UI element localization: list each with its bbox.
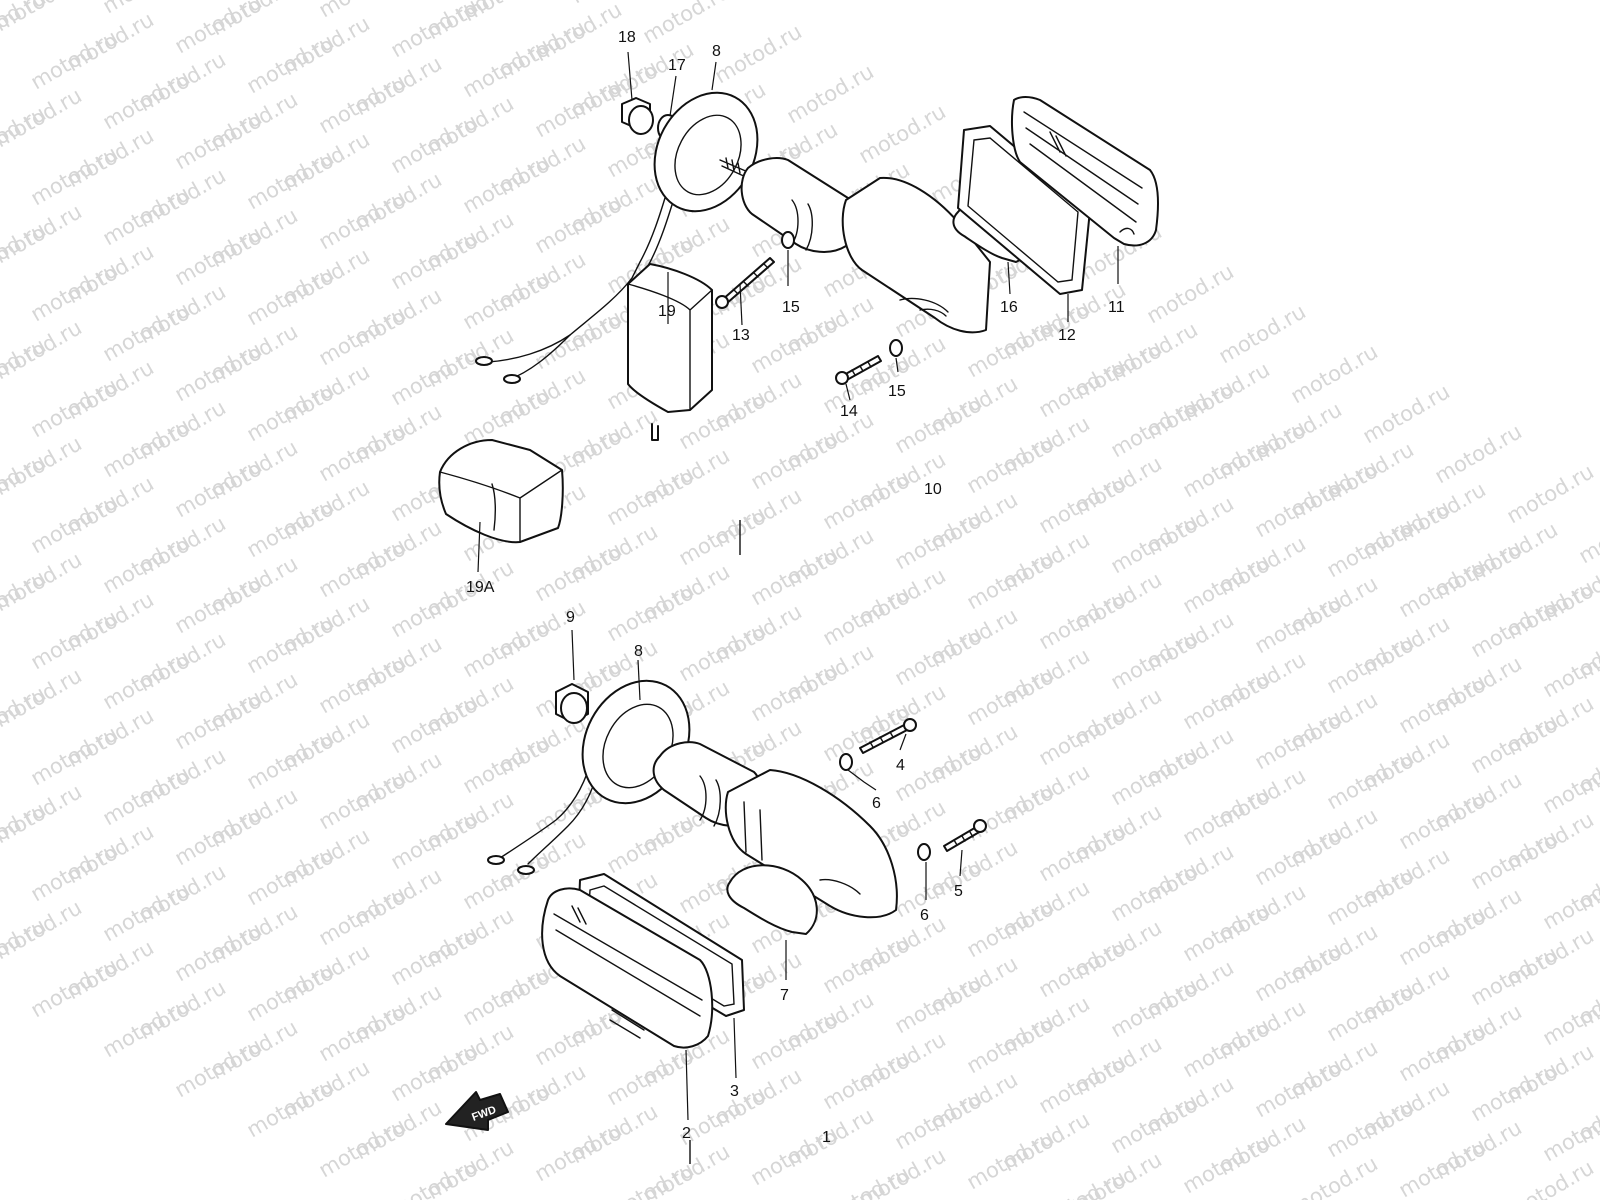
watermark-text: motod.ru <box>1539 981 1600 1050</box>
label-9: 9 <box>566 609 575 626</box>
upper-gasket <box>957 125 1091 295</box>
label-6-b: 6 <box>920 907 929 924</box>
label-3: 3 <box>730 1083 739 1100</box>
watermark-text: motod.ru <box>0 797 50 866</box>
watermark-text: motod.ru <box>1539 1097 1600 1166</box>
label-19a: 19A <box>466 579 495 596</box>
lower-washer-6a <box>839 753 853 771</box>
label-15-a: 15 <box>782 299 800 316</box>
watermark-text: motod.ru <box>387 1153 482 1200</box>
watermark-text: motod.ru <box>0 913 50 982</box>
lower-connector-b <box>517 865 535 875</box>
label-1: 1 <box>822 1129 831 1146</box>
watermark-text: motod.ru <box>1539 865 1600 934</box>
watermark-text: motod.ru <box>1179 1129 1274 1198</box>
label-4: 4 <box>896 757 905 774</box>
label-5: 5 <box>954 883 963 900</box>
watermark-text: motod.ru <box>0 217 50 286</box>
upper-wire <box>487 187 669 363</box>
upper-washer-15a <box>781 231 795 249</box>
upper-connector-b <box>503 374 521 384</box>
fwd-arrow: FWD <box>445 1091 509 1131</box>
label-14: 14 <box>840 403 858 420</box>
watermark-text: motod.ru <box>1395 1133 1490 1200</box>
watermark-text: motod.ru <box>351 0 446 4</box>
upper-connector-a <box>475 356 493 366</box>
watermark-text: motod.ru <box>1539 749 1600 818</box>
watermark-text: motod.ru <box>27 953 122 1022</box>
label-6-a: 6 <box>872 795 881 812</box>
label-15-b: 15 <box>888 383 906 400</box>
part-labels: 18 17 8 19 13 15 14 15 16 12 11 10 19A 9… <box>466 29 1125 1146</box>
watermark-text: motod.ru <box>315 1113 410 1182</box>
watermark-text: motod.ru <box>171 1033 266 1102</box>
watermark-text: motod.ru <box>0 0 50 54</box>
lower-lens <box>541 887 714 1049</box>
watermark-text: motod.ru <box>819 1161 914 1200</box>
watermark-text: motod.ru <box>0 681 50 750</box>
watermark-text: motod.ru <box>0 101 50 170</box>
relay-19 <box>627 263 713 413</box>
label-7: 7 <box>780 987 789 1004</box>
leader-lines <box>477 51 1119 1164</box>
watermark-text: motod.ru <box>531 1117 626 1186</box>
upper-lens <box>1011 96 1159 247</box>
watermark-text: motod.ru <box>0 449 50 518</box>
label-8-upper: 8 <box>712 43 721 60</box>
watermark-text: motod.ru <box>1539 633 1600 702</box>
lower-housing <box>724 769 898 919</box>
label-18: 18 <box>618 29 636 46</box>
label-10: 10 <box>924 481 942 498</box>
watermark-text: motod.ru <box>1575 499 1600 568</box>
upper-washer-15b <box>889 339 903 357</box>
watermark-text: motod.ru <box>99 993 194 1062</box>
lower-turn-signal-assembly <box>487 679 987 1049</box>
label-8-lower: 8 <box>634 643 643 660</box>
label-17: 17 <box>668 57 686 74</box>
lower-washer-6b <box>917 843 931 861</box>
watermark-text: motod.ru <box>603 1157 698 1200</box>
label-2: 2 <box>682 1125 691 1142</box>
watermark-text: motod.ru <box>963 1125 1058 1194</box>
lower-wire <box>499 764 591 859</box>
upper-housing <box>841 176 991 334</box>
watermark-text: motod.ru <box>243 1073 338 1142</box>
label-13: 13 <box>732 327 750 344</box>
lower-bulb <box>726 864 818 935</box>
label-12: 12 <box>1058 327 1076 344</box>
upper-turn-signal-assembly <box>438 91 1159 544</box>
label-11: 11 <box>1108 299 1125 316</box>
label-19: 19 <box>658 303 676 320</box>
lower-connector-a <box>487 855 505 865</box>
watermark-text: motod.ru <box>0 333 50 402</box>
label-16: 16 <box>1000 299 1018 316</box>
watermark-text: motod.ru <box>0 565 50 634</box>
